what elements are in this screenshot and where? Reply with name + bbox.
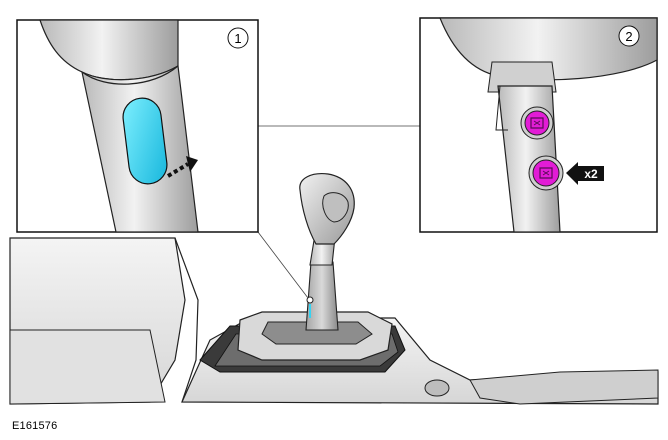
console-left-edge bbox=[174, 237, 199, 403]
callout-2-number: 2 bbox=[625, 29, 632, 44]
leader-line-1 bbox=[257, 231, 309, 299]
detail1-direction-arrow bbox=[166, 156, 198, 178]
shifter-bezel-slot bbox=[261, 321, 373, 345]
main-scene bbox=[9, 125, 659, 405]
quantity-label: x2 bbox=[584, 167, 598, 181]
detail2-fastener-upper bbox=[520, 106, 554, 140]
cup-holder-recess bbox=[469, 369, 659, 405]
cup-holder-button bbox=[424, 379, 450, 397]
detail2-quantity-arrow: x2 bbox=[566, 162, 604, 185]
shifter-boot bbox=[305, 261, 339, 331]
detail2-fastener-lower bbox=[528, 155, 564, 191]
detail2-bracket bbox=[495, 85, 508, 131]
figure-id: E161576 bbox=[12, 420, 58, 432]
callout-1-circle bbox=[227, 27, 249, 49]
shifter-knob-button bbox=[322, 192, 349, 223]
callout-1-number: 1 bbox=[234, 31, 241, 46]
release-tab-marker bbox=[306, 296, 314, 304]
detail1-shaft-collar bbox=[81, 65, 179, 85]
console-left-face bbox=[9, 329, 166, 405]
detail-frame-2: x2 2 bbox=[419, 17, 658, 233]
callout-2-circle bbox=[618, 25, 640, 47]
detail-frame-1: 1 bbox=[16, 19, 259, 233]
detail2-housing-ring bbox=[487, 61, 557, 93]
detail1-release-tab bbox=[122, 97, 168, 185]
